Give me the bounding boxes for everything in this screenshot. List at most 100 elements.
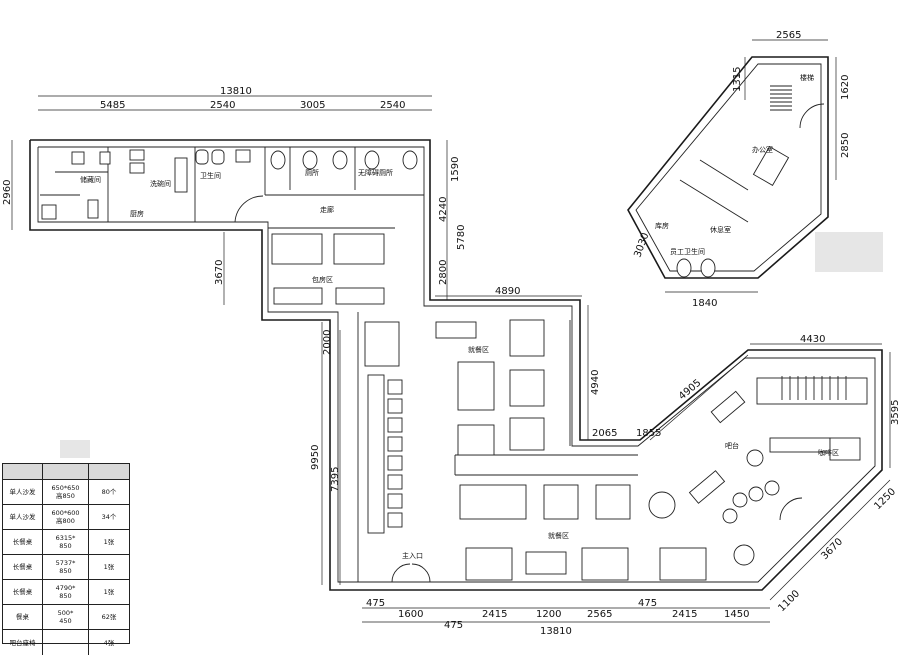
legend-cell-name: 单人沙发 <box>3 505 43 529</box>
label-main-dining-2: 就餐区 <box>548 531 569 540</box>
table-row: 吧台座椅 4张 <box>3 630 129 655</box>
legend-cell-qty: 34个 <box>101 513 117 521</box>
chair <box>387 474 403 490</box>
chair <box>387 512 403 528</box>
legend-cell-qty: 1张 <box>103 538 115 546</box>
label-main-dining: 就餐区 <box>468 345 489 354</box>
legend-cell-name: 长餐桌 <box>3 580 43 604</box>
annex-walls <box>627 56 829 279</box>
dim-cafe-small-2: 1855 <box>636 428 661 439</box>
label-toilet: 厕所 <box>305 168 319 177</box>
dim-top-total: 13810 <box>220 86 252 97</box>
cafe-stair <box>781 376 847 400</box>
dimension-lines <box>11 39 891 623</box>
watermark-patch-2 <box>60 440 90 458</box>
main-walls <box>29 139 883 591</box>
legend-cell-qty: 4张 <box>103 638 115 647</box>
legend-cell-name: 餐桌 <box>3 605 43 629</box>
restroom-fixtures <box>41 149 418 220</box>
legend-cell-qty: 1张 <box>103 588 115 596</box>
dim-cafe-bottom-small-2: 1250 <box>872 486 898 512</box>
dim-bottom-5: 1200 <box>536 609 561 620</box>
dim-cafe-top: 4430 <box>800 334 825 345</box>
label-dining-room: 包房区 <box>312 275 333 284</box>
dim-annex-diag: 3030 <box>632 231 651 259</box>
dim-right-side: 4940 <box>590 370 601 395</box>
dim-left-long: 9950 <box>310 445 321 470</box>
legend-cell-spec: 650*650 高850 <box>43 480 89 504</box>
dim-left-height: 2960 <box>2 180 13 205</box>
dim-annex-left: 1315 <box>732 67 743 92</box>
dim-cafe-bottom-small-1: 1100 <box>776 588 802 614</box>
dim-mid-v-2: 4240 <box>438 197 449 222</box>
label-storage: 储藏间 <box>80 175 101 184</box>
dim-top-seg-1: 5485 <box>100 100 125 111</box>
dim-mid-v-4: 2800 <box>438 260 449 285</box>
dim-bottom-9: 1450 <box>724 609 749 620</box>
dim-bottom-total: 13810 <box>540 626 572 637</box>
dim-bottom-1: 475 <box>366 598 385 609</box>
label-annex-lounge: 休息室 <box>710 225 731 234</box>
dim-cafe-bottom-diag: 3670 <box>819 536 845 562</box>
chair <box>387 398 403 414</box>
room-labels: 厨房 储藏间 洗碗间 卫生间 厕所 无障碍厕所 走廊 包房区 就餐区 就餐区 主… <box>80 73 839 560</box>
dim-mid-horizontal: 4890 <box>495 286 520 297</box>
dim-mid-v-3: 5780 <box>456 225 467 250</box>
chair <box>387 379 403 395</box>
dim-cafe-right: 3595 <box>890 400 900 425</box>
dim-annex-right-1: 1620 <box>840 75 851 100</box>
legend-cell-name: 长餐桌 <box>3 530 43 554</box>
legend-cell-spec: 5737* 850 <box>43 555 89 579</box>
legend-cell-spec: 500* 450 <box>43 605 89 629</box>
dim-corridor-left: 3670 <box>214 260 225 285</box>
legend-cell-spec: 600*600 高800 <box>43 505 89 529</box>
chair <box>387 455 403 471</box>
label-annex-office: 办公室 <box>752 145 773 154</box>
dim-top-seg-3: 3005 <box>300 100 325 111</box>
dim-bottom-7: 475 <box>638 598 657 609</box>
dim-cafe-small-1: 2065 <box>592 428 617 439</box>
dim-left-inner: 2000 <box>322 330 333 355</box>
dining-furniture <box>271 233 868 581</box>
dim-left-long2: 7395 <box>330 467 341 492</box>
legend-cell-spec <box>43 630 89 655</box>
chair <box>387 417 403 433</box>
label-corridor: 走廊 <box>320 205 334 214</box>
legend-cell-spec: 6315* 850 <box>43 530 89 554</box>
label-dish: 洗碗间 <box>150 179 171 188</box>
dim-bottom-8: 2415 <box>672 609 697 620</box>
annex-stair <box>770 85 792 111</box>
dim-bottom-3: 475 <box>444 620 463 631</box>
legend-cell-qty: 1张 <box>103 563 115 571</box>
label-bar: 吧台 <box>725 441 739 450</box>
legend-cell-qty: 80个 <box>101 488 117 496</box>
label-cafe: 咖啡区 <box>818 448 839 457</box>
legend-cell-name: 吧台座椅 <box>3 630 43 655</box>
legend-cell-qty: 62张 <box>101 613 117 621</box>
watermark-patch <box>815 232 883 272</box>
legend-cell-spec: 4790* 850 <box>43 580 89 604</box>
label-kitchen: 厨房 <box>130 209 144 218</box>
label-entrance: 主入口 <box>402 551 423 560</box>
label-annex-store: 库房 <box>655 221 669 230</box>
dim-bottom-6: 2565 <box>587 609 612 620</box>
dim-top-seg-2: 2540 <box>210 100 235 111</box>
legend-cell-name: 单人沙发 <box>3 480 43 504</box>
dim-annex-top: 2565 <box>776 30 801 41</box>
dim-bottom-4: 2415 <box>482 609 507 620</box>
dim-annex-right-2: 2850 <box>840 133 851 158</box>
label-annex-wc: 员工卫生间 <box>670 247 705 256</box>
label-staff-wc: 卫生间 <box>200 171 221 180</box>
chair <box>387 436 403 452</box>
dim-annex-bottom: 1840 <box>692 298 717 309</box>
legend-cell-name: 长餐桌 <box>3 555 43 579</box>
label-stair: 楼梯 <box>800 73 814 82</box>
dim-mid-v-1: 1590 <box>450 157 461 182</box>
